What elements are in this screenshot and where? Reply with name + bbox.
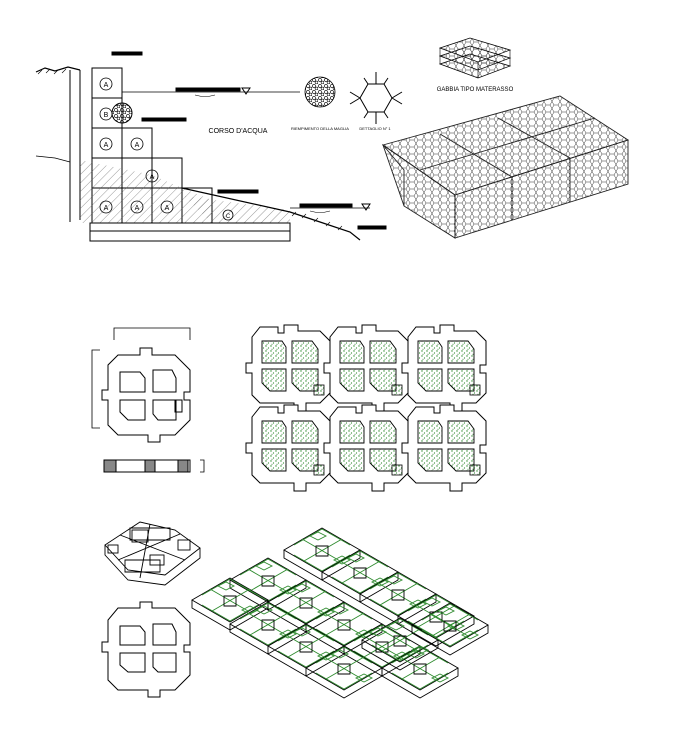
grass-cell <box>339 340 365 364</box>
grass-cell <box>291 340 319 364</box>
grass-cell <box>261 448 287 472</box>
mesh-detail-label: DETTAGLIO N° 1 <box>359 126 391 131</box>
filling-label: RIEMPIMENTO DELLA MAGLIA <box>291 126 349 131</box>
grass-cell <box>447 420 475 444</box>
water-level-triangle-icon <box>361 203 371 211</box>
grass-cell-small <box>391 384 403 396</box>
grass-block-unit <box>323 404 409 492</box>
ground-line-upper <box>35 66 81 73</box>
iso-block-unit <box>191 577 269 631</box>
grass-cell <box>339 420 365 444</box>
grass-block-unit <box>401 324 487 412</box>
grass-cell <box>291 448 319 472</box>
grass-cell <box>369 448 397 472</box>
grass-cell <box>369 368 397 392</box>
grass-cell <box>447 448 475 472</box>
grass-block-plan-bottom <box>101 601 191 698</box>
block-label: A <box>104 142 109 149</box>
grass-cell-small <box>391 464 403 476</box>
grass-cell <box>417 420 443 444</box>
block-label: A <box>135 142 140 149</box>
grass-block-plan <box>91 327 191 443</box>
gabion-box <box>381 95 630 239</box>
block-label: B <box>104 112 109 119</box>
grass-cell <box>369 420 397 444</box>
grass-block-iso-assembly <box>191 527 489 699</box>
grass-block-grid <box>245 324 487 492</box>
grass-cell <box>339 368 365 392</box>
iso-block-unit <box>411 602 489 656</box>
iso-block-unit <box>305 645 383 699</box>
grass-cell <box>417 340 443 364</box>
hexagonal-mesh-icon <box>349 72 403 124</box>
river-label: CORSO D'ACQUA <box>209 128 268 135</box>
stone-fill-icon <box>304 76 336 108</box>
grass-block-unit <box>323 324 409 412</box>
grass-cell <box>417 448 443 472</box>
grass-cell <box>447 368 475 392</box>
river-bank-slope <box>181 187 361 241</box>
grass-cell <box>339 448 365 472</box>
grass-cell <box>261 340 287 364</box>
block-label: A <box>150 174 155 181</box>
grass-block-unit <box>245 404 331 492</box>
grass-block-unit <box>245 324 331 412</box>
block-label: A <box>135 205 140 212</box>
grass-cell <box>447 340 475 364</box>
grass-cell-small <box>469 384 481 396</box>
grass-cell <box>261 420 287 444</box>
mattress-cage-icon <box>438 37 512 79</box>
grass-cell <box>261 368 287 392</box>
grass-cell-small <box>313 464 325 476</box>
grass-cell-small <box>313 384 325 396</box>
grass-cell <box>291 420 319 444</box>
grass-cell <box>369 340 397 364</box>
gabion-section <box>35 51 387 242</box>
block-label: A <box>104 82 109 89</box>
stone-fill-circle <box>111 102 133 124</box>
foundation <box>89 222 291 232</box>
grass-cell-small <box>469 464 481 476</box>
grass-block-iso-small <box>104 521 201 586</box>
block-label: A <box>104 205 109 212</box>
ground-line-lower <box>35 155 71 163</box>
grass-cell <box>417 368 443 392</box>
water-level-triangle-icon <box>241 87 251 95</box>
block-label: C <box>226 214 231 220</box>
grass-block-elevation <box>103 459 205 473</box>
grass-block-unit <box>401 404 487 492</box>
ground-hatch-upper <box>37 68 67 75</box>
cage-type-label: GABBIA TIPO MATERASSO <box>437 87 514 93</box>
grass-cell <box>291 368 319 392</box>
block-label: A <box>165 205 170 212</box>
